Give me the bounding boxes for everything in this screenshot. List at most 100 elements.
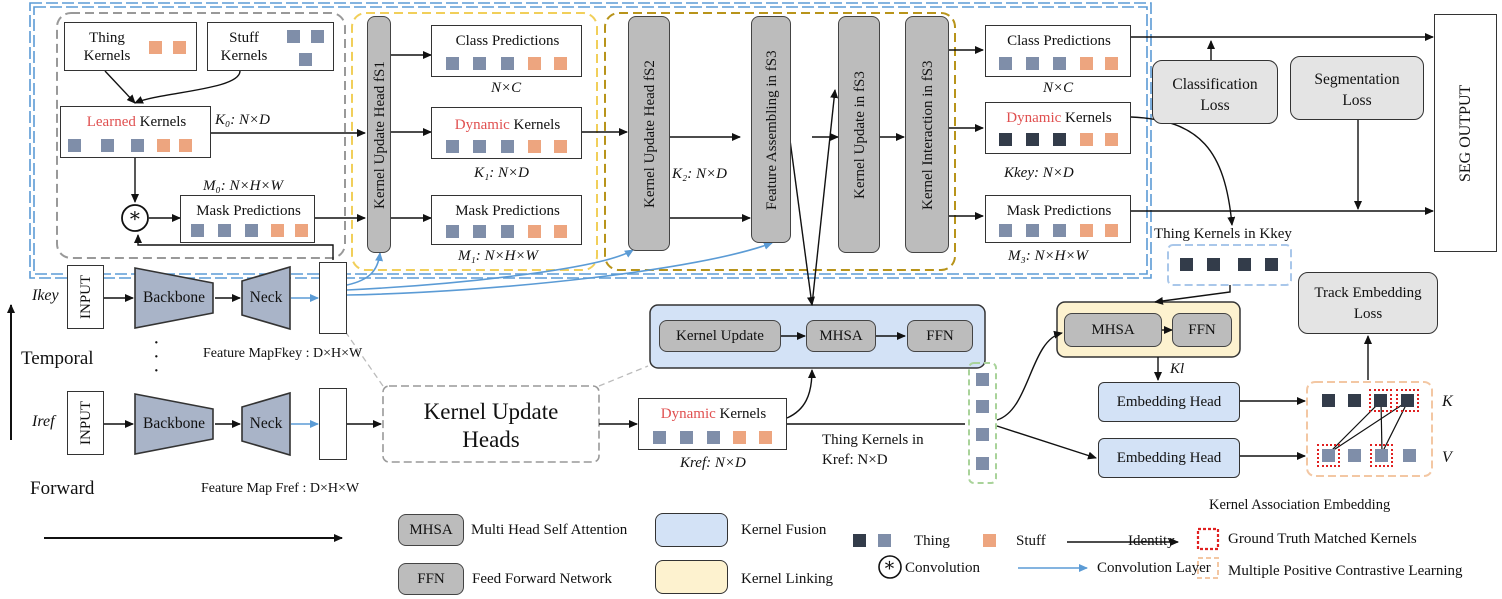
thing-kernel-square <box>245 224 258 237</box>
dynamic-kernels-box-2: Dynamic Kernels <box>985 102 1131 154</box>
ellipsis-dots: · · · <box>153 332 160 382</box>
thing-kernel-square <box>446 57 459 70</box>
legend-thing-dark-square <box>853 534 866 547</box>
segmentation-loss-box: Segmentation Loss <box>1290 56 1424 120</box>
embedding-head-ref: Embedding Head <box>1098 438 1240 478</box>
stuff-kernel-square <box>528 140 541 153</box>
key-embedding-square <box>1348 394 1361 407</box>
thing-kernel-dark-square <box>1053 133 1066 146</box>
feature-map-key-label: Feature MapFkey : D×H×W <box>203 346 363 361</box>
class-predictions-box-2: Class Predictions <box>985 25 1131 77</box>
stuff-kernels-label: Stuff Kernels <box>220 30 268 64</box>
legend-convolution-symbol: ∗ <box>883 555 896 576</box>
stuff-kernel-square <box>1105 133 1118 146</box>
neck-label-ref: Neck <box>249 415 283 432</box>
ref-embedding-gt-square <box>1317 444 1340 467</box>
learned-kernels-rest: Kernels <box>135 114 187 130</box>
legend-kernel-fusion-swatch <box>655 513 728 547</box>
legend-thing: Thing <box>914 533 950 549</box>
stuff-kernel-square <box>554 225 567 238</box>
stuff-kernel-square <box>528 225 541 238</box>
stuff-kernel-square <box>1105 57 1118 70</box>
kernel-interaction-fs3: Kernel Interaction in fS3 <box>905 16 949 253</box>
dynamic-word: Dynamic <box>1006 110 1062 126</box>
ref-embedding-square <box>1348 449 1361 462</box>
legend-kernel-fusion: Kernel Fusion <box>741 522 827 538</box>
thing-kernels-box: Thing Kernels <box>64 22 197 71</box>
legend-mpcl: Multiple Positive Contrastive Learning <box>1228 563 1463 579</box>
stuff-kernel-square <box>173 41 186 54</box>
stuff-kernel-square <box>295 224 308 237</box>
kkey-label: Kkey: N×D <box>1004 165 1074 181</box>
input-label: INPUT <box>78 274 94 320</box>
input-box-key: INPUT <box>67 265 104 329</box>
thing-kernel-square <box>999 57 1012 70</box>
dynamic-kernels-label: Dynamic Kernels <box>639 405 788 423</box>
key-embedding-square <box>1322 394 1335 407</box>
stuff-kernel-square <box>554 140 567 153</box>
seg-output-box: SEG OUTPUT <box>1434 14 1497 252</box>
kuh-fs1-label: Kernel Update Head fS1 <box>372 61 388 210</box>
stuff-kernel-square <box>179 139 192 152</box>
seg-output-label: SEG OUTPUT <box>1457 84 1474 182</box>
thing-kernel-square <box>501 57 514 70</box>
thing-kernel-square <box>473 140 486 153</box>
input-box-ref: INPUT <box>67 391 104 455</box>
class-predictions-box-1: Class Predictions <box>431 25 582 77</box>
kernel-interaction-label: Kernel Interaction in fS3 <box>920 60 936 211</box>
kernels-rest: Kernels <box>509 117 561 133</box>
legend-identity: Identity <box>1128 533 1175 549</box>
legend-thing-square <box>878 534 891 547</box>
kernel-update-heads-label: Kernel Update Heads <box>423 399 559 452</box>
thing-kernel-square <box>680 431 693 444</box>
thing-kernel-square <box>191 224 204 237</box>
mask-predictions-label: Mask Predictions <box>196 203 301 219</box>
thing-kernel-square <box>473 225 486 238</box>
backbone-label-ref: Backbone <box>143 415 205 432</box>
thing-kernel-square <box>1053 57 1066 70</box>
v-label: V <box>1442 449 1452 466</box>
stuff-kernel-square <box>1080 133 1093 146</box>
legend-mhsa-desc: Multi Head Self Attention <box>471 522 628 538</box>
stuff-kernel-square <box>1105 224 1118 237</box>
thing-kernel-square <box>1026 224 1039 237</box>
stuff-kernel-square <box>528 57 541 70</box>
convolution-symbol: ∗ <box>128 205 142 227</box>
stuff-kernel-square <box>759 431 772 444</box>
kernel-update-fs3-label: Kernel Update in fS3 <box>852 71 868 200</box>
thing-kernels-label: Thing Kernels <box>83 30 131 64</box>
feature-assembling-label: Feature Assembling in fS3 <box>764 50 780 211</box>
m3-label: M₃: N×H×W <box>1008 248 1089 264</box>
k2-label: K₂: N×D <box>672 166 727 182</box>
thing-kernels-in-kref-label: Thing Kernels in Kref: N×D <box>822 432 924 468</box>
kl-label: Kl <box>1170 361 1185 377</box>
thing-kernel-dark-square <box>1026 133 1039 146</box>
thing-kernel-dark-square <box>999 133 1012 146</box>
class-predictions-label: Class Predictions <box>455 33 560 49</box>
thing-kernel-square <box>999 224 1012 237</box>
stuff-kernel-square <box>157 139 170 152</box>
k-label: K <box>1442 393 1453 410</box>
kernel-update-box: Kernel Update <box>659 320 781 352</box>
legend-ffn-desc: Feed Forward Network <box>472 571 612 587</box>
kuh-fs2-label: Kernel Update Head fS2 <box>642 60 658 209</box>
stuff-kernel-square <box>554 57 567 70</box>
mask-predictions-label: Mask Predictions <box>1006 203 1112 219</box>
mask-predictions-label: Mask Predictions <box>455 203 560 219</box>
legend-mhsa-swatch: MHSA <box>398 514 464 546</box>
track-embedding-loss-box: Track Embedding Loss <box>1298 272 1438 334</box>
legend-gt-matched: Ground Truth Matched Kernels <box>1228 531 1417 547</box>
thing-kernel-square <box>101 139 114 152</box>
thing-kernel-square <box>1053 224 1066 237</box>
legend-convolution: Convolution <box>905 560 981 576</box>
stuff-kernels-box: Stuff Kernels <box>207 22 334 71</box>
legend-ffn-swatch: FFN <box>398 563 464 595</box>
thing-kernel-square <box>501 225 514 238</box>
embedding-head-key: Embedding Head <box>1098 382 1240 422</box>
nc-label-1: N×C <box>491 80 522 96</box>
stuff-kernel-square <box>149 41 162 54</box>
mhsa-box-fusion: MHSA <box>806 320 876 352</box>
stuff-kernel-square <box>733 431 746 444</box>
thing-kernel-square <box>976 373 989 386</box>
key-embedding-gt-square <box>1369 389 1392 412</box>
